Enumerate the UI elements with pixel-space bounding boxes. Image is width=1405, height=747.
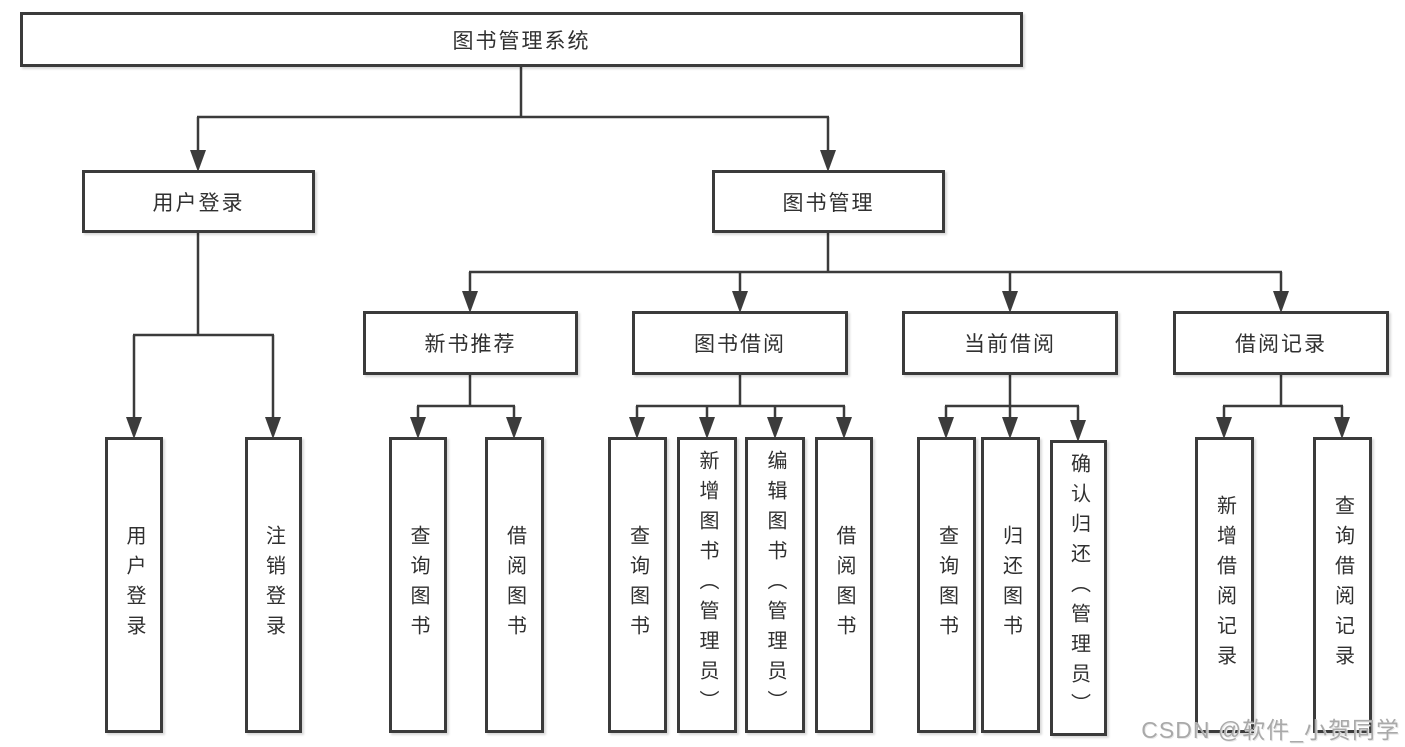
node-label: 查询借阅记录 — [1331, 495, 1354, 675]
node-label: 注销登录 — [262, 525, 285, 645]
leaf-add-book-admin: 新增图书（管理员） — [677, 437, 737, 733]
node-new-book-recommend: 新书推荐 — [363, 311, 578, 375]
node-label: 图书管理 — [782, 191, 875, 215]
node-label: 用户登录 — [123, 525, 145, 645]
leaf-add-borrow-record: 新增借阅记录 — [1195, 437, 1254, 733]
node-label: 图书管理系统 — [452, 29, 591, 53]
leaf-borrow-books-recommend: 借阅图书 — [485, 437, 544, 733]
leaf-query-books-current: 查询图书 — [917, 437, 976, 733]
node-book-management: 图书管理 — [712, 170, 945, 233]
leaf-borrow-books-borrowing: 借阅图书 — [815, 437, 873, 733]
node-label: 编辑图书（管理员） — [764, 450, 786, 720]
leaf-query-borrow-record: 查询借阅记录 — [1313, 437, 1372, 733]
node-label: 借阅图书 — [503, 525, 526, 645]
node-label: 新增借阅记录 — [1213, 495, 1236, 675]
node-label: 借阅图书 — [833, 525, 855, 645]
node-label: 借阅记录 — [1235, 333, 1327, 356]
csdn-watermark: CSDN @软件_小贺同学 — [1141, 717, 1400, 743]
node-label: 新增图书（管理员） — [696, 450, 718, 720]
node-borrowing-records: 借阅记录 — [1173, 311, 1389, 375]
node-label: 查询图书 — [407, 525, 429, 645]
node-label: 图书借阅 — [694, 333, 786, 356]
arrowheads — [126, 150, 1350, 442]
leaf-edit-book-admin: 编辑图书（管理员） — [745, 437, 805, 733]
node-label: 用户登录 — [152, 191, 245, 215]
node-book-borrowing: 图书借阅 — [632, 311, 848, 375]
node-label: 当前借阅 — [964, 333, 1056, 356]
node-current-borrowing: 当前借阅 — [902, 311, 1118, 375]
node-label: 新书推荐 — [424, 333, 517, 356]
leaf-logout: 注销登录 — [245, 437, 302, 733]
leaf-return-books: 归还图书 — [981, 437, 1040, 733]
node-label: 归还图书 — [999, 525, 1022, 645]
leaf-confirm-return-admin: 确认归还（管理员） — [1050, 440, 1107, 736]
leaf-query-books-borrowing: 查询图书 — [608, 437, 667, 733]
leaf-user-login: 用户登录 — [105, 437, 163, 733]
leaf-query-books-recommend: 查询图书 — [389, 437, 447, 733]
node-label: 确认归还（管理员） — [1067, 453, 1090, 723]
node-user-login: 用户登录 — [82, 170, 315, 233]
node-label: 查询图书 — [626, 525, 649, 645]
node-label: 查询图书 — [935, 525, 958, 645]
node-root-system: 图书管理系统 — [20, 12, 1023, 67]
